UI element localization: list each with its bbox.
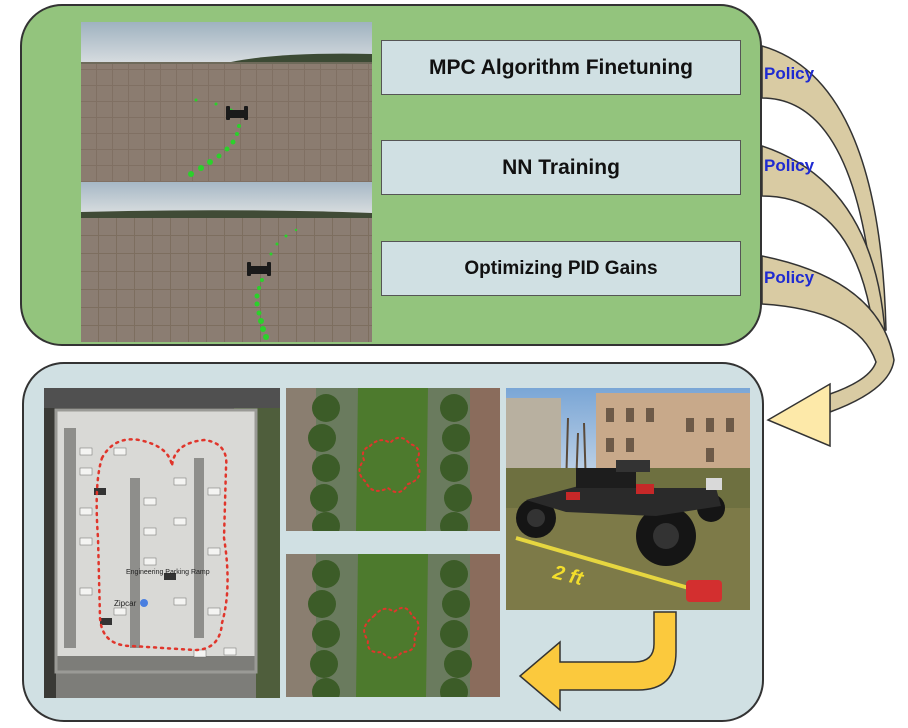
tape-measure: [686, 580, 722, 602]
sim-vehicle: [226, 106, 248, 120]
policy-label: Policy: [764, 156, 815, 175]
method-label: Optimizing PID Gains: [464, 257, 658, 279]
method-label: MPC Algorithm Finetuning: [428, 55, 694, 79]
sim-path-dots: [188, 98, 241, 177]
vehicle: [516, 460, 725, 566]
policy-label: Policy: [764, 268, 815, 287]
return-arrow: [518, 611, 677, 712]
sim-vehicle: [247, 262, 271, 276]
vehicle-photo: 2 ft: [506, 388, 750, 610]
sim-view-top: [81, 22, 372, 182]
method-nn-training: NN Training: [381, 140, 741, 195]
method-mpc-finetuning: MPC Algorithm Finetuning: [381, 40, 741, 95]
method-label: NN Training: [502, 155, 620, 179]
parking-ramp-aerial: Engineering Parking Ramp Zipcar: [44, 388, 280, 698]
method-pid-gains: Optimizing PID Gains: [381, 241, 741, 296]
policy-arrowhead: [766, 382, 831, 448]
trajectory: [363, 606, 420, 659]
map-label-building: Engineering Parking Ramp: [126, 569, 210, 576]
map-label-place: Zipcar: [114, 599, 137, 608]
policy-label: Policy: [764, 64, 815, 83]
grass-aerial-top: [286, 388, 500, 531]
sim-view-bottom: [81, 182, 372, 342]
trajectory: [95, 438, 229, 652]
grass-aerial-bottom: [286, 554, 500, 697]
trajectory: [358, 436, 421, 494]
